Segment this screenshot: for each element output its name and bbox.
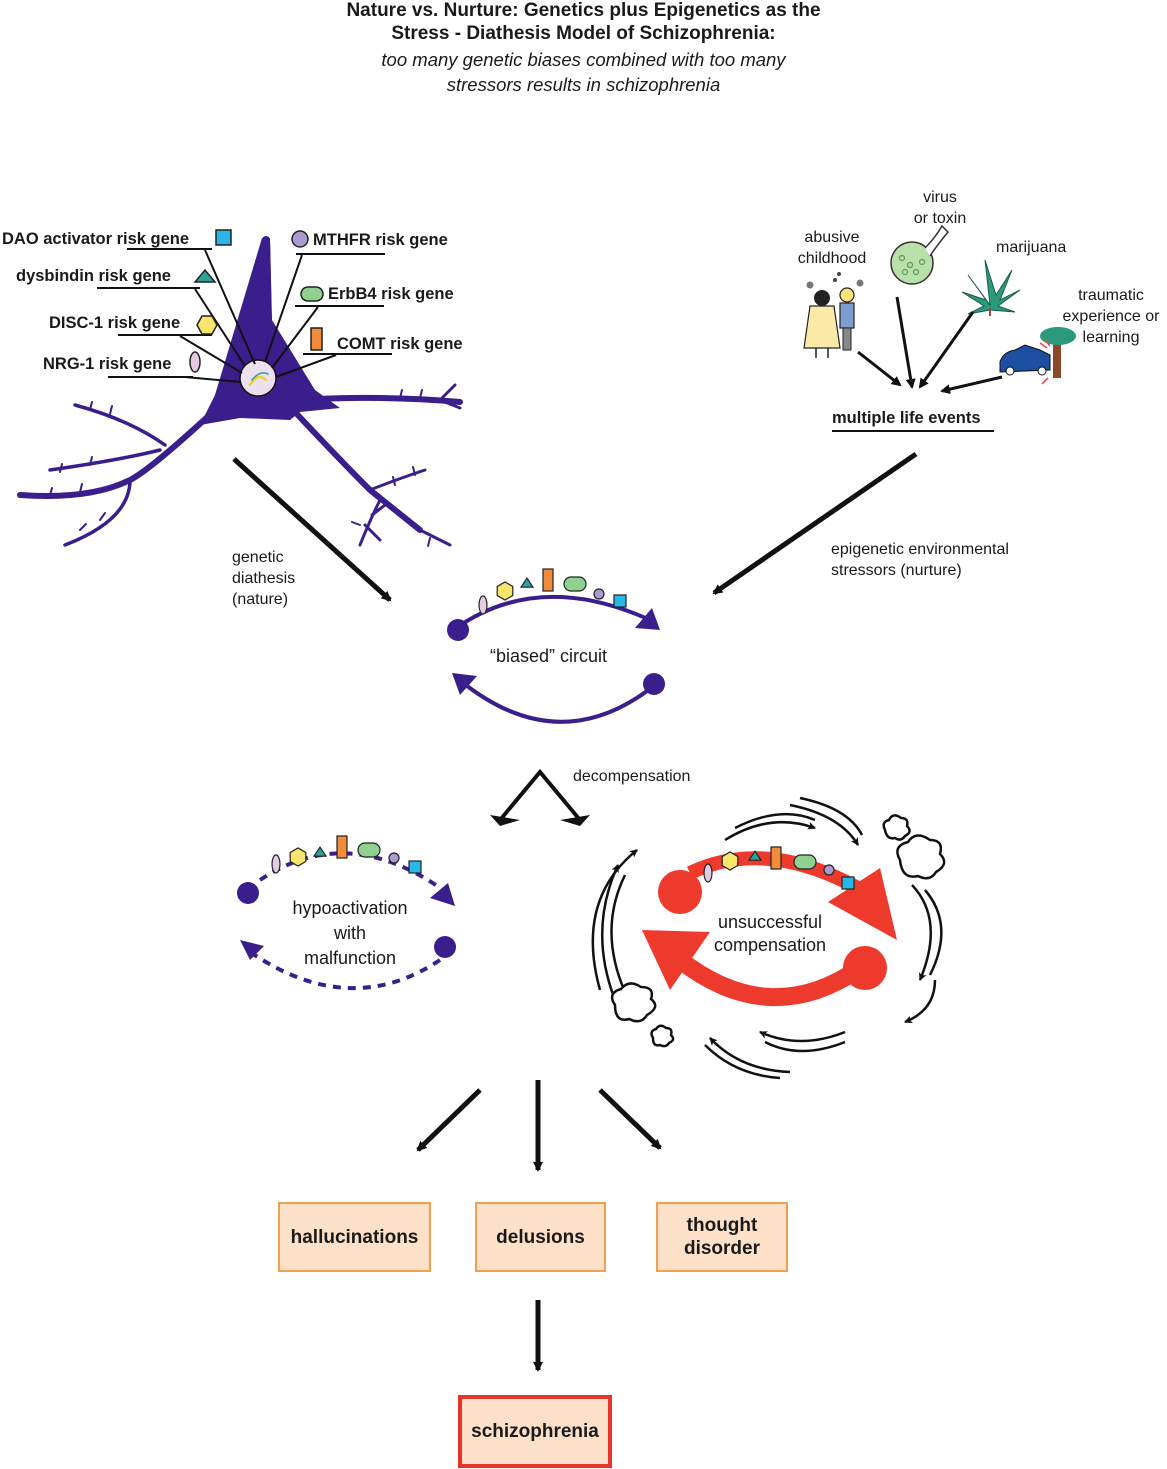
hexagon-gene-marker <box>721 851 739 871</box>
rectangle-gene-marker <box>336 835 348 859</box>
capsule-gene-marker <box>357 842 381 858</box>
epigenetic-line-1: epigenetic environmental <box>831 541 1009 558</box>
abusive-line-2: childhood <box>797 250 867 267</box>
hypoactivation-label: hypoactivation with malfunction <box>270 896 430 971</box>
neuron-illustration <box>17 236 463 547</box>
triangle-icon <box>193 268 217 283</box>
gene-label-comt: COMT risk gene <box>337 335 463 353</box>
triangle-gene-marker <box>747 850 763 861</box>
rectangle-gene-marker <box>770 846 782 870</box>
unsuccessful-line-1: unsuccessful <box>717 912 823 932</box>
square-gene-marker <box>613 594 627 608</box>
square-gene-marker <box>408 860 422 874</box>
epigenetic-line-2: stressors (nurture) <box>831 562 962 579</box>
title-line-2: Stress - Diathesis Model of Schizophreni… <box>391 23 776 44</box>
stressor-label-marijuana: marijuana <box>996 239 1067 256</box>
hypo-line-3: malfunction <box>303 948 397 968</box>
puff-clouds <box>610 814 946 1048</box>
title-line-1: Nature vs. Nurture: Genetics plus Epigen… <box>346 0 821 21</box>
circle-gene-marker <box>823 864 835 876</box>
epigenetic-stressors-label: epigenetic environmental stressors (nurt… <box>831 539 1009 581</box>
gene-label-dysbindin: dysbindin risk gene <box>16 267 171 285</box>
subtitle-line-2: stressors results in schizophrenia <box>446 74 721 95</box>
ellipse-icon <box>189 351 201 373</box>
stressor-arrows <box>857 296 1003 395</box>
abusive-childhood-illustration <box>803 272 864 358</box>
circle-gene-marker <box>388 852 400 864</box>
unsuccessful-line-2: compensation <box>713 935 827 955</box>
gene-label-mthfr: MTHFR risk gene <box>313 231 448 249</box>
outcome-box-schizophrenia: schizophrenia <box>458 1395 612 1468</box>
gene-label-nrg1: NRG-1 risk gene <box>43 355 172 373</box>
multiple-life-events-label: multiple life events <box>832 409 981 427</box>
hexagon-gene-marker <box>289 847 307 867</box>
symptom-box-delusions: delusions <box>475 1202 606 1272</box>
hypoactivation-circuit <box>237 835 456 991</box>
triangle-gene-marker <box>312 846 328 857</box>
ellipse-gene-marker <box>703 863 713 883</box>
virus-line-1: virus <box>923 189 957 206</box>
flow-arrows <box>232 451 918 1372</box>
gene-label-erbb4: ErbB4 risk gene <box>328 285 454 303</box>
unsuccessful-compensation-label: unsuccessful compensation <box>690 911 850 957</box>
subtitle-line-1: too many genetic biases combined with to… <box>381 49 786 70</box>
abusive-line-1: abusive <box>804 229 860 246</box>
square-icon <box>215 229 232 246</box>
gene-label-dao: DAO activator risk gene <box>2 230 190 248</box>
genetic-line-2: diathesis <box>232 570 296 587</box>
hexagon-icon <box>196 315 218 335</box>
circle-icon <box>291 230 309 248</box>
car-crash-illustration <box>999 327 1076 385</box>
compensation-circuit <box>591 796 946 1080</box>
rectangle-gene-marker <box>542 568 554 592</box>
biased-circuit <box>447 568 665 724</box>
genetic-diathesis-label: genetic diathesis (nature) <box>232 547 295 610</box>
traumatic-line-1: traumatic <box>1078 287 1144 304</box>
ellipse-gene-marker <box>478 595 488 615</box>
traumatic-line-2: experience or <box>1062 308 1160 325</box>
capsule-gene-marker <box>563 576 587 592</box>
gene-pointer-lines <box>97 248 392 383</box>
gene-icons <box>189 229 324 373</box>
virus-toxin-illustration <box>890 224 950 285</box>
genetic-line-1: genetic <box>232 549 284 566</box>
stressor-label-virus: virus or toxin <box>890 187 990 229</box>
capsule-gene-marker <box>793 854 817 870</box>
square-gene-marker <box>841 876 855 890</box>
rectangle-icon <box>310 327 323 351</box>
triangle-gene-marker <box>519 577 535 588</box>
circle-gene-marker <box>593 588 605 600</box>
symptom-box-hallucinations: hallucinations <box>278 1202 431 1272</box>
hypo-line-1: hypoactivation <box>292 898 408 918</box>
virus-line-2: or toxin <box>913 210 967 227</box>
ellipse-gene-marker <box>271 854 281 874</box>
hypo-line-2: with <box>333 923 366 943</box>
gene-label-disc1: DISC-1 risk gene <box>49 314 181 332</box>
hexagon-gene-marker <box>496 581 514 601</box>
biased-circuit-label: “biased” circuit <box>490 646 608 666</box>
capsule-icon <box>300 286 324 302</box>
marijuana-leaf-illustration <box>961 259 1021 316</box>
stressor-label-traumatic: traumatic experience or learning <box>1052 285 1167 348</box>
genetic-line-3: (nature) <box>232 591 289 608</box>
symptom-box-thought-disorder: thought disorder <box>656 1202 788 1272</box>
decompensation-label: decompensation <box>573 768 691 785</box>
traumatic-line-3: learning <box>1082 329 1140 346</box>
stressor-label-abusive: abusive childhood <box>782 227 882 269</box>
